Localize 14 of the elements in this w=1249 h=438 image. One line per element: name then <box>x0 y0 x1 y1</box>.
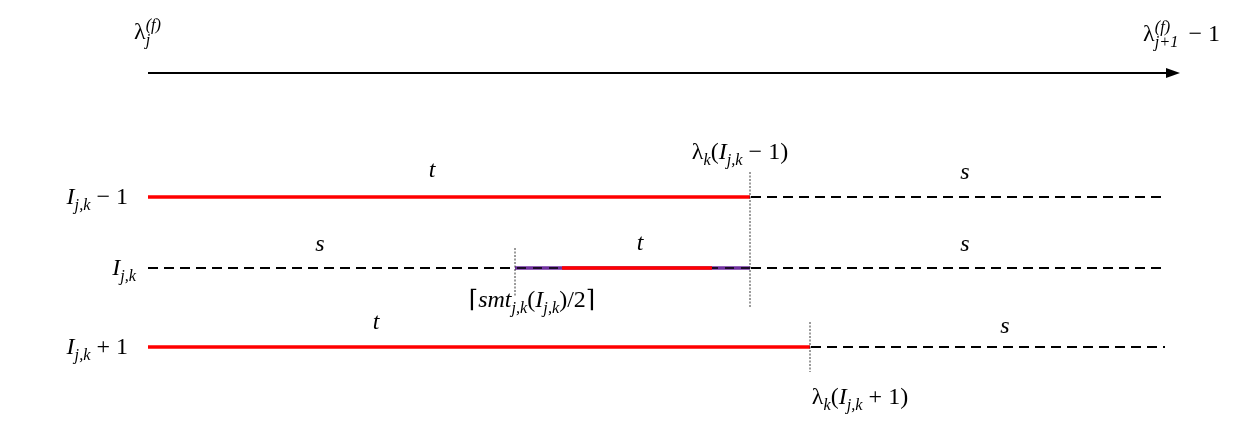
boundary-label: λ$_{k}$(I$_{j,k}$ − 1) <box>690 137 790 172</box>
row-label: I$_{j,k}$ − 1 <box>65 182 129 217</box>
segment-label: s <box>314 229 326 259</box>
segment-label: s <box>959 229 971 259</box>
segment-label: s <box>959 157 971 187</box>
boundary-label: ⌈smt$_{j,k}$(I$_{j,k}$)/2⌉ <box>467 285 597 320</box>
row-label: I$_{j,k}$ <box>111 253 137 288</box>
row-label: I$_{j,k}$ + 1 <box>65 332 129 367</box>
segment-label: t <box>635 228 645 258</box>
boundary-label: λ$_{k}$(I$_{j,k}$ + 1) <box>810 382 910 417</box>
axis-end-label: λ$_{j+1}$$^{(f)}$ − 1 <box>1142 16 1221 54</box>
segment-label: t <box>371 307 381 337</box>
segment-label: s <box>999 311 1011 341</box>
segment-label: t <box>427 155 437 185</box>
